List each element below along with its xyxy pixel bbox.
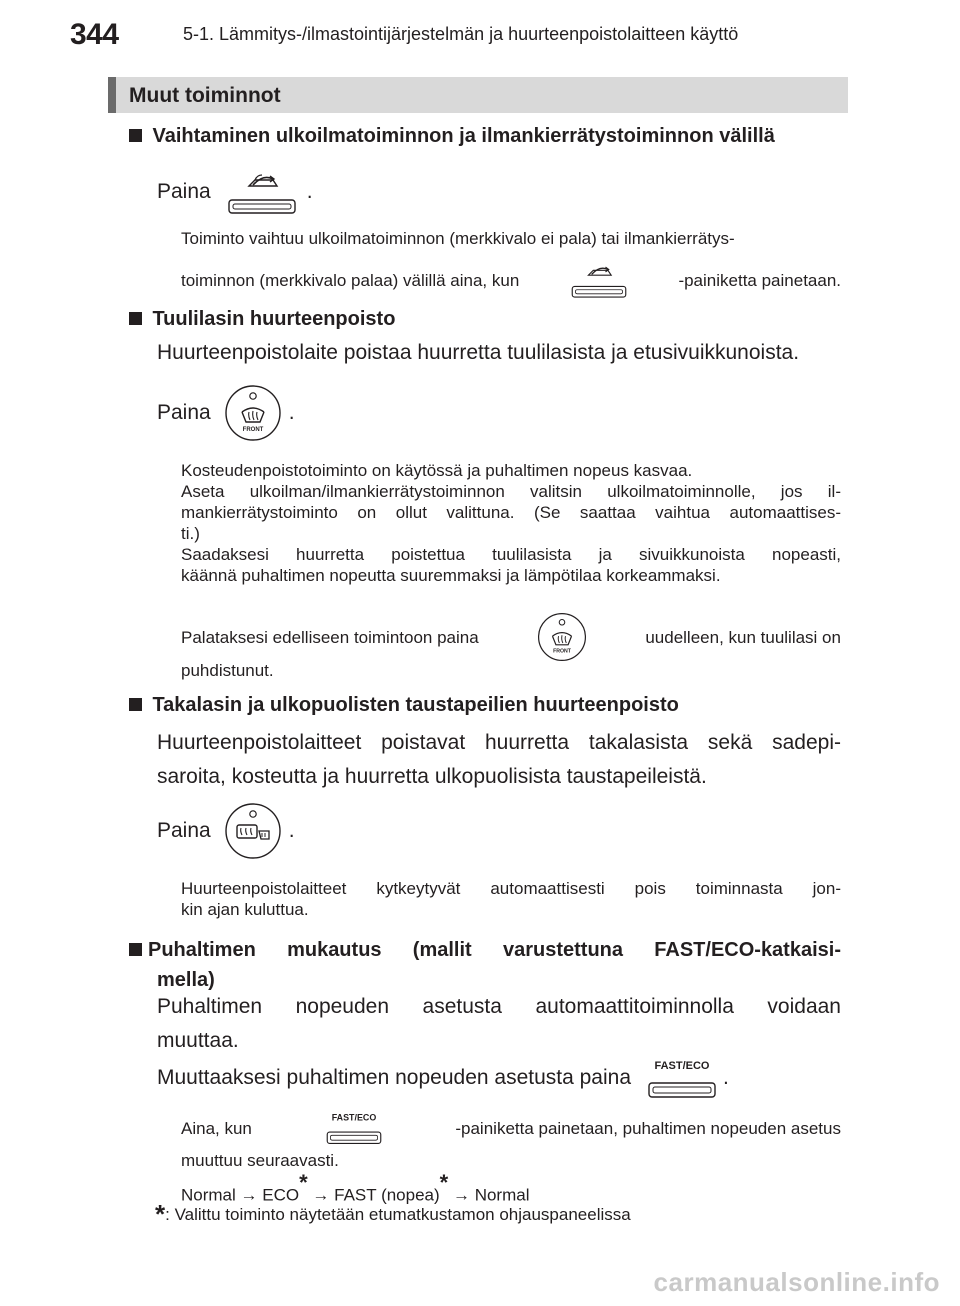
subsection-4-heading: Puhaltimen mukautus (mallit varustettuna… [129, 935, 841, 995]
rear-defogger-button-icon [225, 803, 281, 859]
front-label: FRONT [553, 649, 572, 655]
front-label: FRONT [242, 427, 263, 433]
watermark: carmanualsonline.info [653, 1267, 940, 1297]
arrow-right-icon: → [452, 1185, 470, 1205]
square-bullet-icon [129, 129, 142, 142]
subsection-1-heading: Vaihtaminen ulkoilmatoiminnon ja ilmanki… [129, 125, 775, 148]
s2-press-line: Paina FRONT . [157, 383, 295, 443]
s4-note-line-2: muuttuu seuraavasti. [181, 1151, 339, 1170]
s4-body: Puhaltimen nopeuden asetusta automaattit… [157, 995, 841, 1052]
s4-note-line-1: Aina, kun FAST/ECO -painiketta painetaan… [181, 1108, 841, 1148]
front-defroster-button-icon: FRONT [225, 385, 281, 441]
s1-note-line-2: toiminnon (merkkivalo palaa) välillä ain… [181, 260, 841, 300]
s2-note: Kosteudenpoistotoiminto on käytössä ja p… [181, 461, 841, 585]
fan-speed-sequence: Normal → ECO* → FAST (nopea)* → Normal [181, 1170, 530, 1205]
square-bullet-icon [129, 698, 142, 711]
fast-eco-button-icon: FAST/ECO [326, 1113, 381, 1144]
square-bullet-icon [129, 943, 142, 956]
section-heading-bar [108, 77, 116, 113]
page-number: 344 [70, 18, 119, 51]
footnote: *: Valittu toiminto näytetään etumatkust… [155, 1199, 631, 1229]
s1-note-line-1: Toiminto vaihtuu ulkoilmatoiminnon (merk… [181, 229, 735, 248]
s3-note: Huurteenpoistolaitteet kytkeytyvät autom… [181, 879, 841, 919]
square-bullet-icon [129, 312, 142, 325]
fast-eco-label: FAST/ECO [654, 1060, 709, 1072]
chapter-title: 5-1. Lämmitys-/ilmastointijärjestelmän j… [183, 24, 739, 44]
s1-press-line: Paina . [157, 170, 313, 214]
recirculation-button-icon [228, 174, 296, 214]
section-heading-title: Muut toiminnot [129, 84, 281, 107]
recirculation-button-icon [571, 266, 627, 298]
front-defroster-button-icon: FRONT [538, 612, 587, 662]
fast-eco-button-icon: FAST/ECO [648, 1060, 716, 1098]
s2-return-line: Palataksesi edelliseen toimintoon paina … [181, 610, 841, 664]
s2-body: Huurteenpoistolaite poistaa huurretta tu… [157, 341, 800, 364]
s3-body: Huurteenpoistolaitteet poistavat huurret… [157, 731, 841, 788]
arrow-right-icon: → [312, 1185, 330, 1205]
section-heading: Muut toiminnot [108, 77, 848, 113]
s4-change-line: Muuttaaksesi puhaltimen nopeuden asetust… [157, 1056, 729, 1100]
subsection-3-heading: Takalasin ja ulkopuolisten taustapeilien… [129, 694, 679, 717]
s2-return-line-2: puhdistunut. [181, 661, 274, 680]
s3-press-line: Paina . [157, 801, 295, 861]
arrow-right-icon: → [240, 1185, 258, 1205]
fast-eco-label: FAST/ECO [331, 1113, 376, 1123]
subsection-2-heading: Tuulilasin huurteenpoisto [129, 308, 395, 331]
